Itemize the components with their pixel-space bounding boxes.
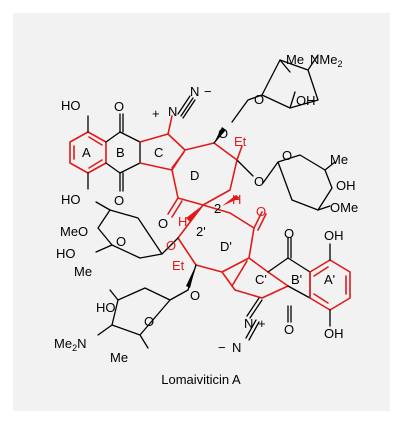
atom-o-d-prime-carbonyl: O xyxy=(256,204,266,219)
atom-ome-sugar-right: OMe xyxy=(330,200,358,215)
ring-a-prime-bonds xyxy=(309,243,351,327)
ring-label-b-prime: B' xyxy=(291,272,302,287)
atom-ho-top: HO xyxy=(61,98,81,113)
atom-o-glycosidic-bottom: O xyxy=(190,288,200,303)
atom-o-glycosidic-right: O xyxy=(254,174,264,189)
atom-o-b-bottom: O xyxy=(114,193,124,208)
sugar-left-bonds xyxy=(95,201,179,259)
atom-o-ring-sugar-left: O xyxy=(116,234,126,249)
atom-me-sugar-right: Me xyxy=(330,152,348,167)
figure-panel xyxy=(13,13,390,411)
atom-o-ring-sugar-bottom: O xyxy=(144,314,154,329)
atom-h-c2-prime: H xyxy=(232,192,241,207)
ring-label-b: B xyxy=(116,145,125,160)
atom-oh-right: OH xyxy=(324,228,344,243)
sugar-bottom-bonds xyxy=(97,264,197,349)
atom-ho-sugar-bottom: HO xyxy=(96,300,116,315)
ring-b-prime-bonds xyxy=(267,237,311,323)
caption: Lomaiviticin A xyxy=(161,372,241,387)
atom-meo-sugar-left: MeO xyxy=(60,224,88,239)
atom-et-bottom: Et xyxy=(172,258,185,273)
diazo-top-bonds xyxy=(177,95,196,119)
atom-ho-sugar-left: HO xyxy=(56,246,76,261)
stereo-wedges xyxy=(186,127,240,288)
atom-o-d-carbonyl: O xyxy=(158,216,168,231)
atom-me-sugar-bottom: Me xyxy=(110,350,128,365)
atom-n-top-2: N xyxy=(190,84,199,99)
atom-oh-right-bottom: OH xyxy=(324,326,344,341)
charge-minus-bottom: − xyxy=(218,340,226,355)
ring-label-c: C xyxy=(154,145,163,160)
sugar-top-bonds xyxy=(231,54,319,123)
diazo-bottom-bonds xyxy=(245,297,263,341)
atom-o-b-top: O xyxy=(114,99,124,114)
ring-label-a-prime: A' xyxy=(324,272,335,287)
atom-n-bottom-2: N xyxy=(232,340,241,355)
ring-label-a: A xyxy=(82,145,91,160)
atom-et-top: Et xyxy=(234,134,247,149)
ring-b-bonds xyxy=(87,113,141,192)
ring-label-c-prime: C' xyxy=(255,272,267,287)
position-label-2-prime: 2' xyxy=(196,224,206,239)
atom-o-ring-sugar-top: O xyxy=(254,92,264,107)
ring-label-d-prime: D' xyxy=(220,239,232,254)
ring-c-bonds xyxy=(139,115,186,171)
atom-o-ring-sugar-right: O xyxy=(282,148,292,163)
charge-plus-top: + xyxy=(152,106,160,121)
atom-me2n-sugar-bottom: Me2N xyxy=(54,336,86,353)
atom-n-bottom-1: N xyxy=(244,316,253,331)
atom-me-sugar-top: Me xyxy=(286,52,304,67)
sugar-right-bonds xyxy=(262,154,336,211)
atom-o-glycosidic-left: O xyxy=(166,238,176,253)
position-label-2: 2 xyxy=(214,201,221,216)
atom-h-c2: H xyxy=(178,214,187,229)
charge-minus-top: − xyxy=(204,84,212,99)
atom-o-b-prime-top: O xyxy=(284,226,294,241)
atom-o-b-prime-bottom: O xyxy=(284,322,294,337)
atom-ho-bottom-left: HO xyxy=(61,192,81,207)
charge-plus-bottom: + xyxy=(258,316,266,331)
ring-label-d: D xyxy=(190,168,199,183)
atom-nme2-sugar-top: NMe2 xyxy=(310,52,342,69)
atom-me-sugar-left: Me xyxy=(74,264,92,279)
ring-c-prime-bonds xyxy=(221,257,289,299)
atom-o-glycosidic-top: O xyxy=(218,126,228,141)
atom-n-top-1: N xyxy=(168,104,177,119)
ring-d-prime-bonds xyxy=(177,204,267,273)
atom-oh-sugar-right: OH xyxy=(336,178,356,193)
atom-oh-sugar-top: OH xyxy=(296,93,316,108)
